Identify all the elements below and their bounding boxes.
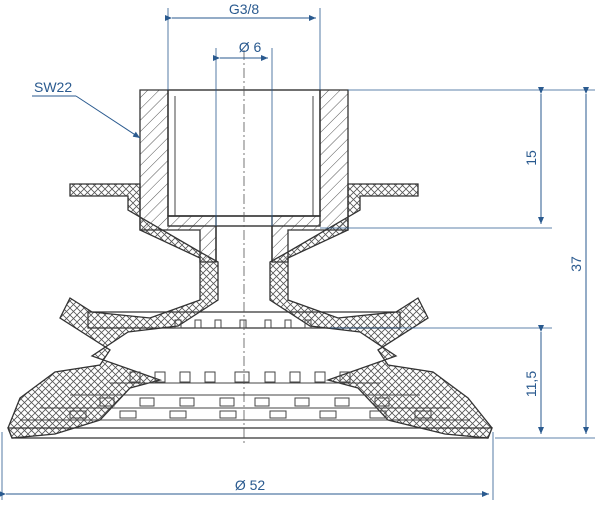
dimension-inner-diameter: Ø 6 (213, 39, 273, 226)
outer-diameter-label: Ø 52 (235, 477, 266, 493)
suction-lip (7, 371, 493, 439)
wrench-size-label: SW22 (34, 79, 72, 95)
dimension-lip-height: 11,5 (330, 325, 552, 434)
inner-diameter-label: Ø 6 (239, 39, 262, 55)
dimension-outer-diameter: Ø 52 (0, 432, 494, 500)
thread-label: G3/8 (229, 1, 260, 17)
lip-height-label: 11,5 (523, 371, 539, 397)
thread-depth-label: 15 (523, 150, 539, 166)
suction-cup-rubber (7, 183, 493, 439)
dimension-wrench-size: SW22 (32, 79, 141, 139)
dimension-total-height: 37 (495, 87, 595, 439)
dimension-thread-depth: 15 (320, 87, 552, 229)
total-height-label: 37 (568, 256, 584, 272)
dimension-thread: G3/8 (165, 1, 321, 90)
